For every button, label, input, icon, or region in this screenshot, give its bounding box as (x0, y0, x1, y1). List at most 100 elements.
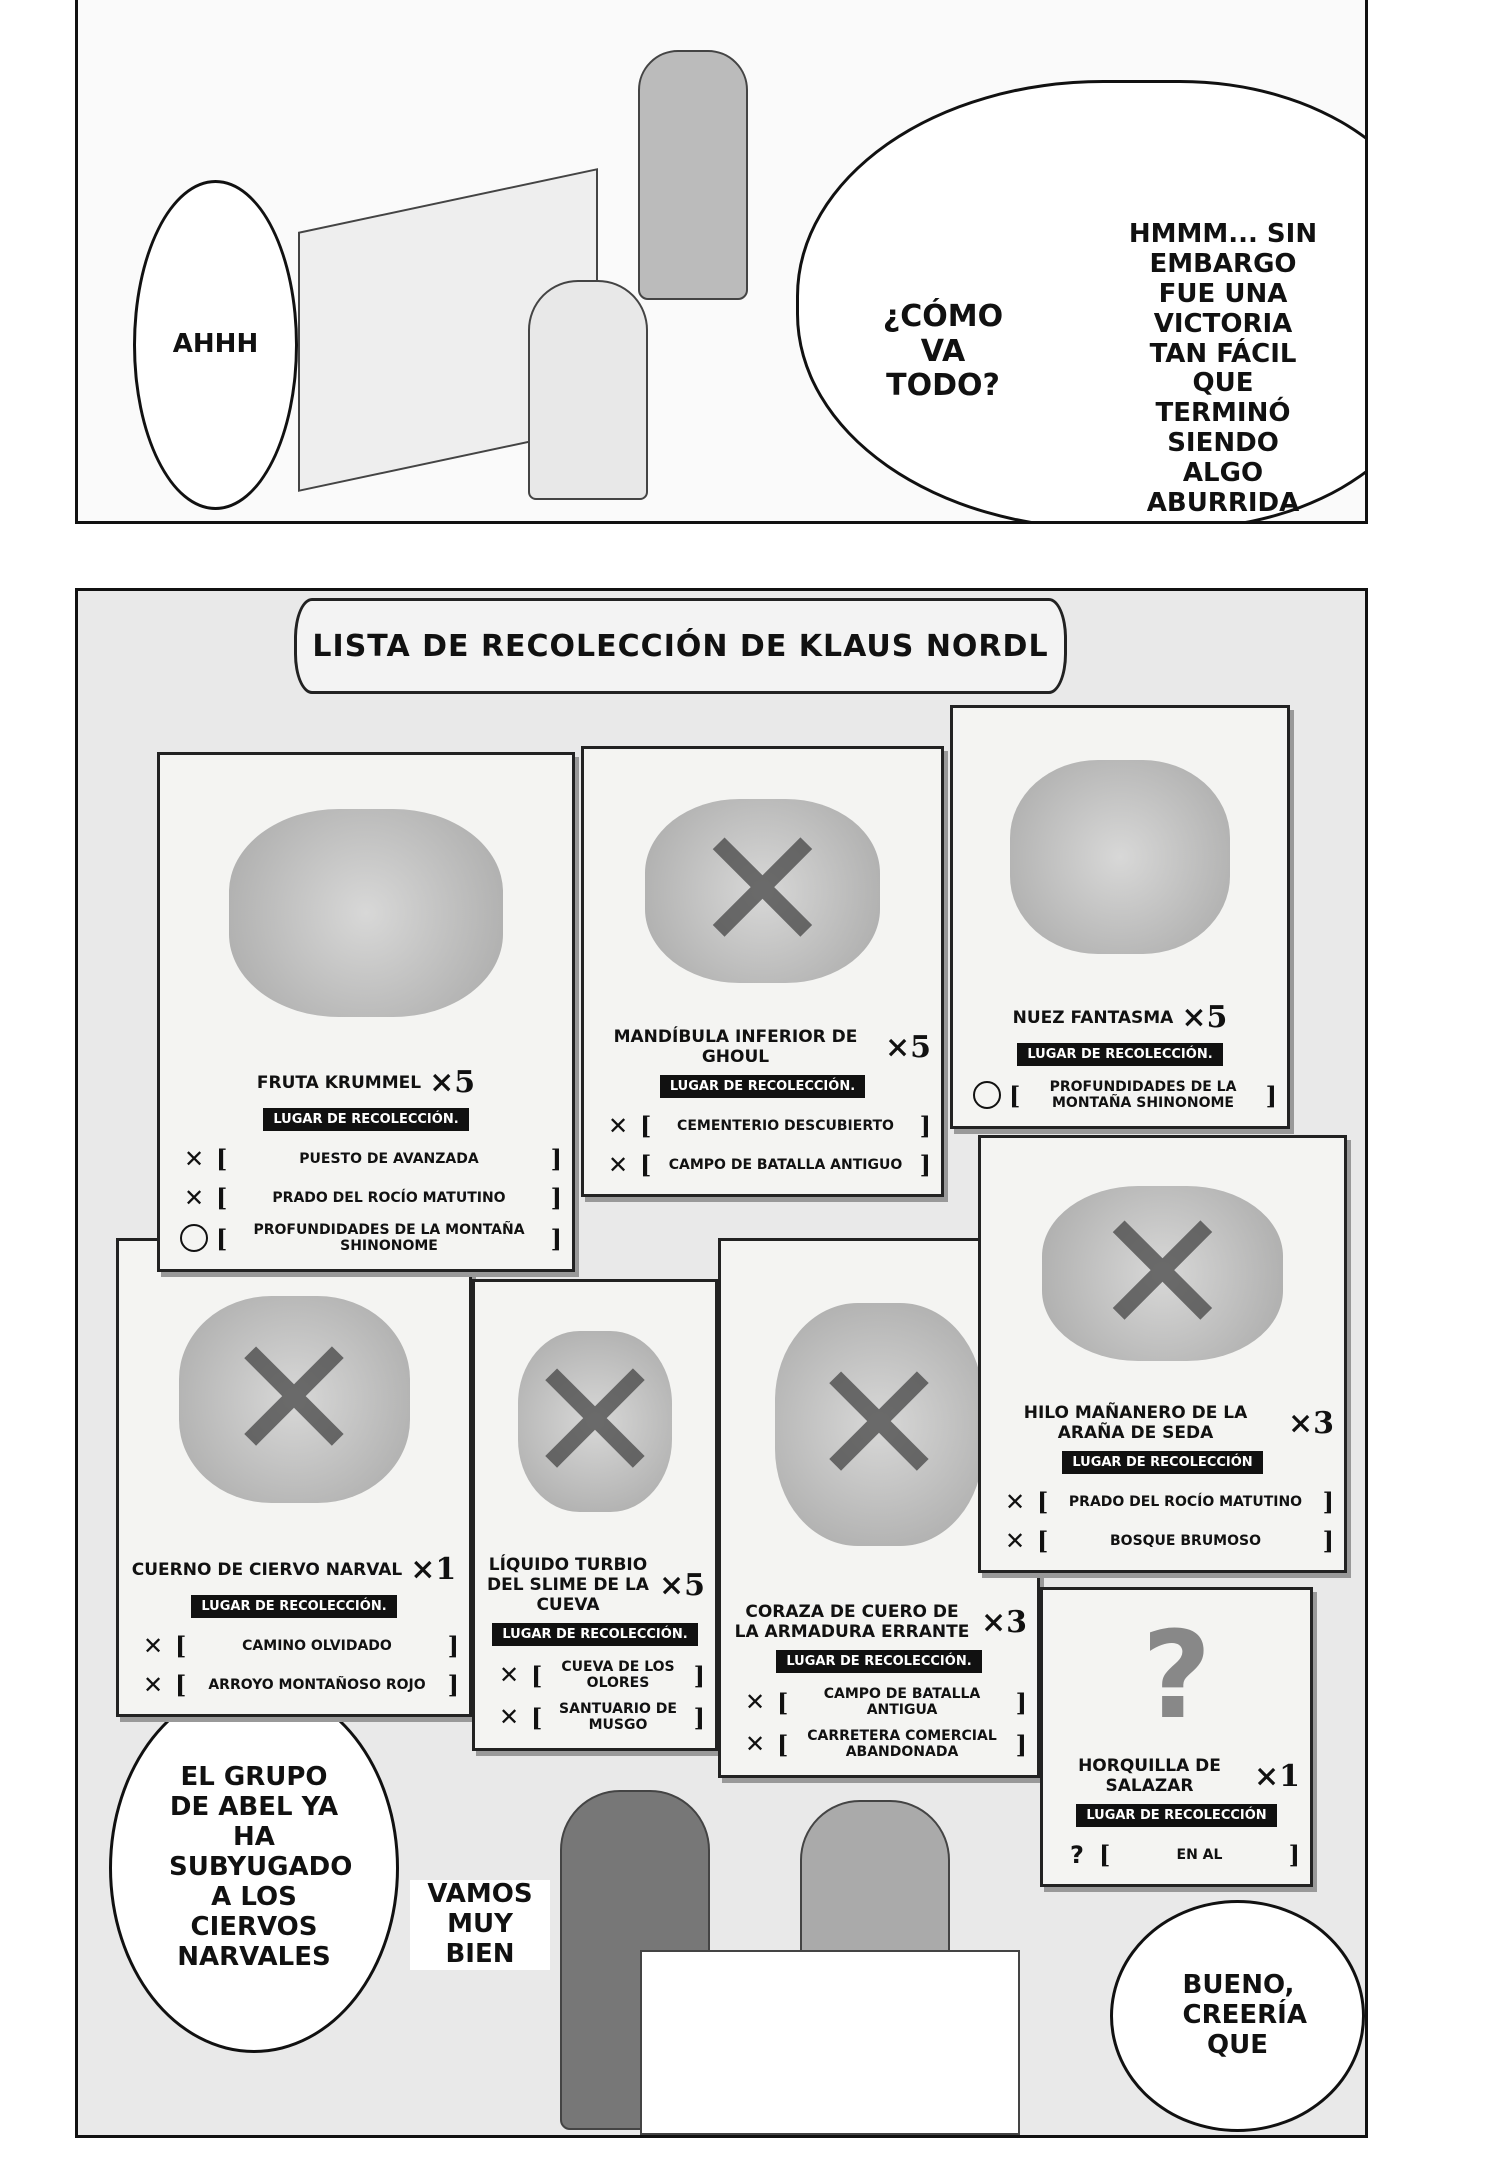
location-label: LUGAR DE RECOLECCIÓN. (263, 1108, 469, 1131)
location-name: PRADO DEL ROCÍO MATUTINO (1068, 1493, 1303, 1510)
item-illustration: ✕ (731, 1251, 1027, 1598)
top-panel: AHHH ¿CÓMO VA TODO? HMMM... SIN EMBARGO … (75, 0, 1368, 524)
location-label: LUGAR DE RECOLECCIÓN. (776, 1650, 982, 1673)
gathering-card: ✕ HILO MAÑANERO DE LA ARAÑA DE SEDA×3 LU… (978, 1135, 1347, 1573)
location-row: ✕ [ PRADO DEL ROCÍO MATUTINO] (991, 1487, 1334, 1516)
question-icon: ? (1070, 1840, 1084, 1869)
bracket-icon: [ (216, 1223, 228, 1253)
question-mark-icon: ? (1141, 1606, 1212, 1746)
item-quantity: ×5 (658, 1567, 705, 1603)
location-name: PRADO DEL ROCÍO MATUTINO (272, 1189, 506, 1206)
item-name: MANDÍBULA INFERIOR DE GHOUL (613, 1027, 858, 1067)
item-name-row: HORQUILLA DE SALAZAR×1 (1053, 1756, 1300, 1796)
item-name-row: MANDÍBULA INFERIOR DE GHOUL×5 (594, 1027, 931, 1067)
bracket-icon: ] (1322, 1487, 1334, 1516)
cross-out-icon: ✕ (222, 1300, 366, 1499)
location-row: ✕[CUEVA DE LOS OLORES] (485, 1659, 705, 1691)
location-name: BOSQUE BRUMOSO (1110, 1532, 1261, 1549)
item-quantity: ×5 (1181, 1000, 1228, 1035)
gathering-card: ✕ LÍQUIDO TURBIO DEL SLIME DE LA CUEVA×5… (472, 1279, 718, 1751)
item-name: LÍQUIDO TURBIO DEL SLIME DE LA CUEVA (487, 1555, 649, 1615)
item-image (775, 1303, 983, 1546)
item-name: CUERNO DE CIERVO NARVAL (131, 1559, 403, 1580)
location-label: LUGAR DE RECOLECCIÓN. (191, 1595, 397, 1618)
bracket-icon: ] (1015, 1729, 1027, 1759)
bracket-icon: [ (1037, 1487, 1049, 1516)
item-illustration: ✕ (594, 759, 931, 1023)
character-cloaked (528, 280, 648, 500)
cross-icon: ✕ (607, 1111, 629, 1140)
item-name-row: LÍQUIDO TURBIO DEL SLIME DE LA CUEVA×5 (485, 1555, 705, 1615)
cross-out-icon: ✕ (691, 792, 834, 990)
cross-icon: ✕ (498, 1661, 520, 1689)
cross-icon: ✕ (183, 1144, 205, 1173)
cross-icon: ✕ (142, 1631, 164, 1660)
cross-icon: ✕ (1004, 1487, 1026, 1516)
bracket-icon: [ (1009, 1080, 1021, 1110)
location-row: ✕[CAMPO DE BATALLA ANTIGUA] (731, 1686, 1027, 1718)
gathering-card: NUEZ FANTASMA×5 LUGAR DE RECOLECCIÓN.[PR… (950, 705, 1290, 1129)
item-name-row: FRUTA KRUMMEL×5 (257, 1065, 475, 1100)
bracket-icon: [ (216, 1144, 228, 1173)
item-name-row: CUERNO DE CIERVO NARVAL ×1 (132, 1552, 456, 1587)
speech-bubble-bueno: BUENO, CREERÍA QUE (1110, 1900, 1365, 2132)
bracket-icon: ] (919, 1111, 931, 1140)
bracket-icon: [ (175, 1670, 187, 1699)
location-row: ✕[CARRETERA COMERCIAL ABANDONADA] (731, 1728, 1027, 1760)
bubble-text-how: ¿CÓMO VA TODO? (882, 299, 1004, 403)
location-name: PROFUNDIDADES DE LA MONTAÑA SHINONOME (1049, 1079, 1237, 1111)
title-scroll: LISTA DE RECOLECCIÓN DE KLAUS NORDL (294, 598, 1067, 694)
bubble-text: BUENO, CREERÍA QUE (1182, 1970, 1307, 2060)
location-name: CAMPO DE BATALLA ANTIGUA (823, 1686, 981, 1718)
bubble-text: EL GRUPO DE ABEL YA HA SUBYUGADO A LOS C… (169, 1762, 353, 1972)
location-row: ?[EN AL] (1053, 1840, 1300, 1869)
bracket-icon: ] (447, 1670, 459, 1699)
bracket-icon: [ (640, 1150, 652, 1179)
item-quantity: ×1 (410, 1552, 457, 1587)
item-image (644, 798, 881, 984)
item-illustration: ✕ (485, 1292, 705, 1551)
cross-out-icon: ✕ (1091, 1174, 1234, 1373)
location-name: CARRETERA COMERCIAL ABANDONADA (807, 1728, 997, 1760)
item-illustration: ✕ (991, 1148, 1334, 1399)
location-name: SANTUARIO DE MUSGO (559, 1701, 677, 1733)
bracket-icon: ] (550, 1183, 562, 1212)
item-image (178, 1295, 410, 1504)
bracket-icon: [ (216, 1183, 228, 1212)
item-quantity: ×5 (429, 1065, 476, 1100)
bracket-icon: ] (1265, 1080, 1277, 1110)
item-image (1010, 759, 1230, 955)
text-vamos: VAMOS MUY BIEN (410, 1879, 550, 1970)
item-name: NUEZ FANTASMA (1012, 1007, 1174, 1028)
location-row: ✕[ARROYO MONTAÑOSO ROJO] (129, 1670, 459, 1699)
item-name-row: CORAZA DE CUERO DE LA ARMADURA ERRANTE×3 (731, 1602, 1027, 1642)
cross-icon: ✕ (498, 1703, 520, 1731)
location-row: ✕[CAMPO DE BATALLA ANTIGUO] (594, 1150, 931, 1179)
bracket-icon: ] (550, 1144, 562, 1173)
location-name: ARROYO MONTAÑOSO ROJO (208, 1676, 426, 1693)
speech-bubble-large (796, 80, 1365, 521)
location-row: ✕[CAMINO OLVIDADO] (129, 1631, 459, 1660)
item-name-row: HILO MAÑANERO DE LA ARAÑA DE SEDA×3 (991, 1403, 1334, 1443)
location-label: LUGAR DE RECOLECCIÓN (1076, 1804, 1277, 1827)
speech-bubble-ahhh: AHHH (133, 180, 298, 510)
cross-icon: ✕ (744, 1730, 766, 1758)
bracket-icon: [ (1037, 1526, 1049, 1555)
circle-icon (973, 1081, 1001, 1109)
bracket-icon: ] (1288, 1840, 1300, 1869)
location-name: CAMPO DE BATALLA ANTIGUO (668, 1156, 903, 1173)
bracket-icon: ] (693, 1660, 705, 1690)
speech-bubble-abel: EL GRUPO DE ABEL YA HA SUBYUGADO A LOS C… (109, 1683, 399, 2053)
location-row: [PROFUNDIDADES DE LA MONTAÑA SHINONOME] (170, 1222, 562, 1254)
bracket-icon: [ (777, 1687, 789, 1717)
bracket-icon: [ (531, 1660, 543, 1690)
gathering-card: FRUTA KRUMMEL×5 LUGAR DE RECOLECCIÓN.✕[P… (157, 752, 575, 1272)
gathering-card: ✕ MANDÍBULA INFERIOR DE GHOUL×5 LUGAR DE… (581, 746, 944, 1197)
bracket-icon: ] (550, 1223, 562, 1253)
cross-icon: ✕ (1004, 1526, 1026, 1555)
cross-out-icon: ✕ (523, 1322, 667, 1521)
bubble-text: AHHH (172, 329, 259, 360)
item-image (228, 809, 504, 1017)
item-name: HORQUILLA DE SALAZAR (1078, 1756, 1221, 1796)
circle-icon (180, 1224, 208, 1252)
